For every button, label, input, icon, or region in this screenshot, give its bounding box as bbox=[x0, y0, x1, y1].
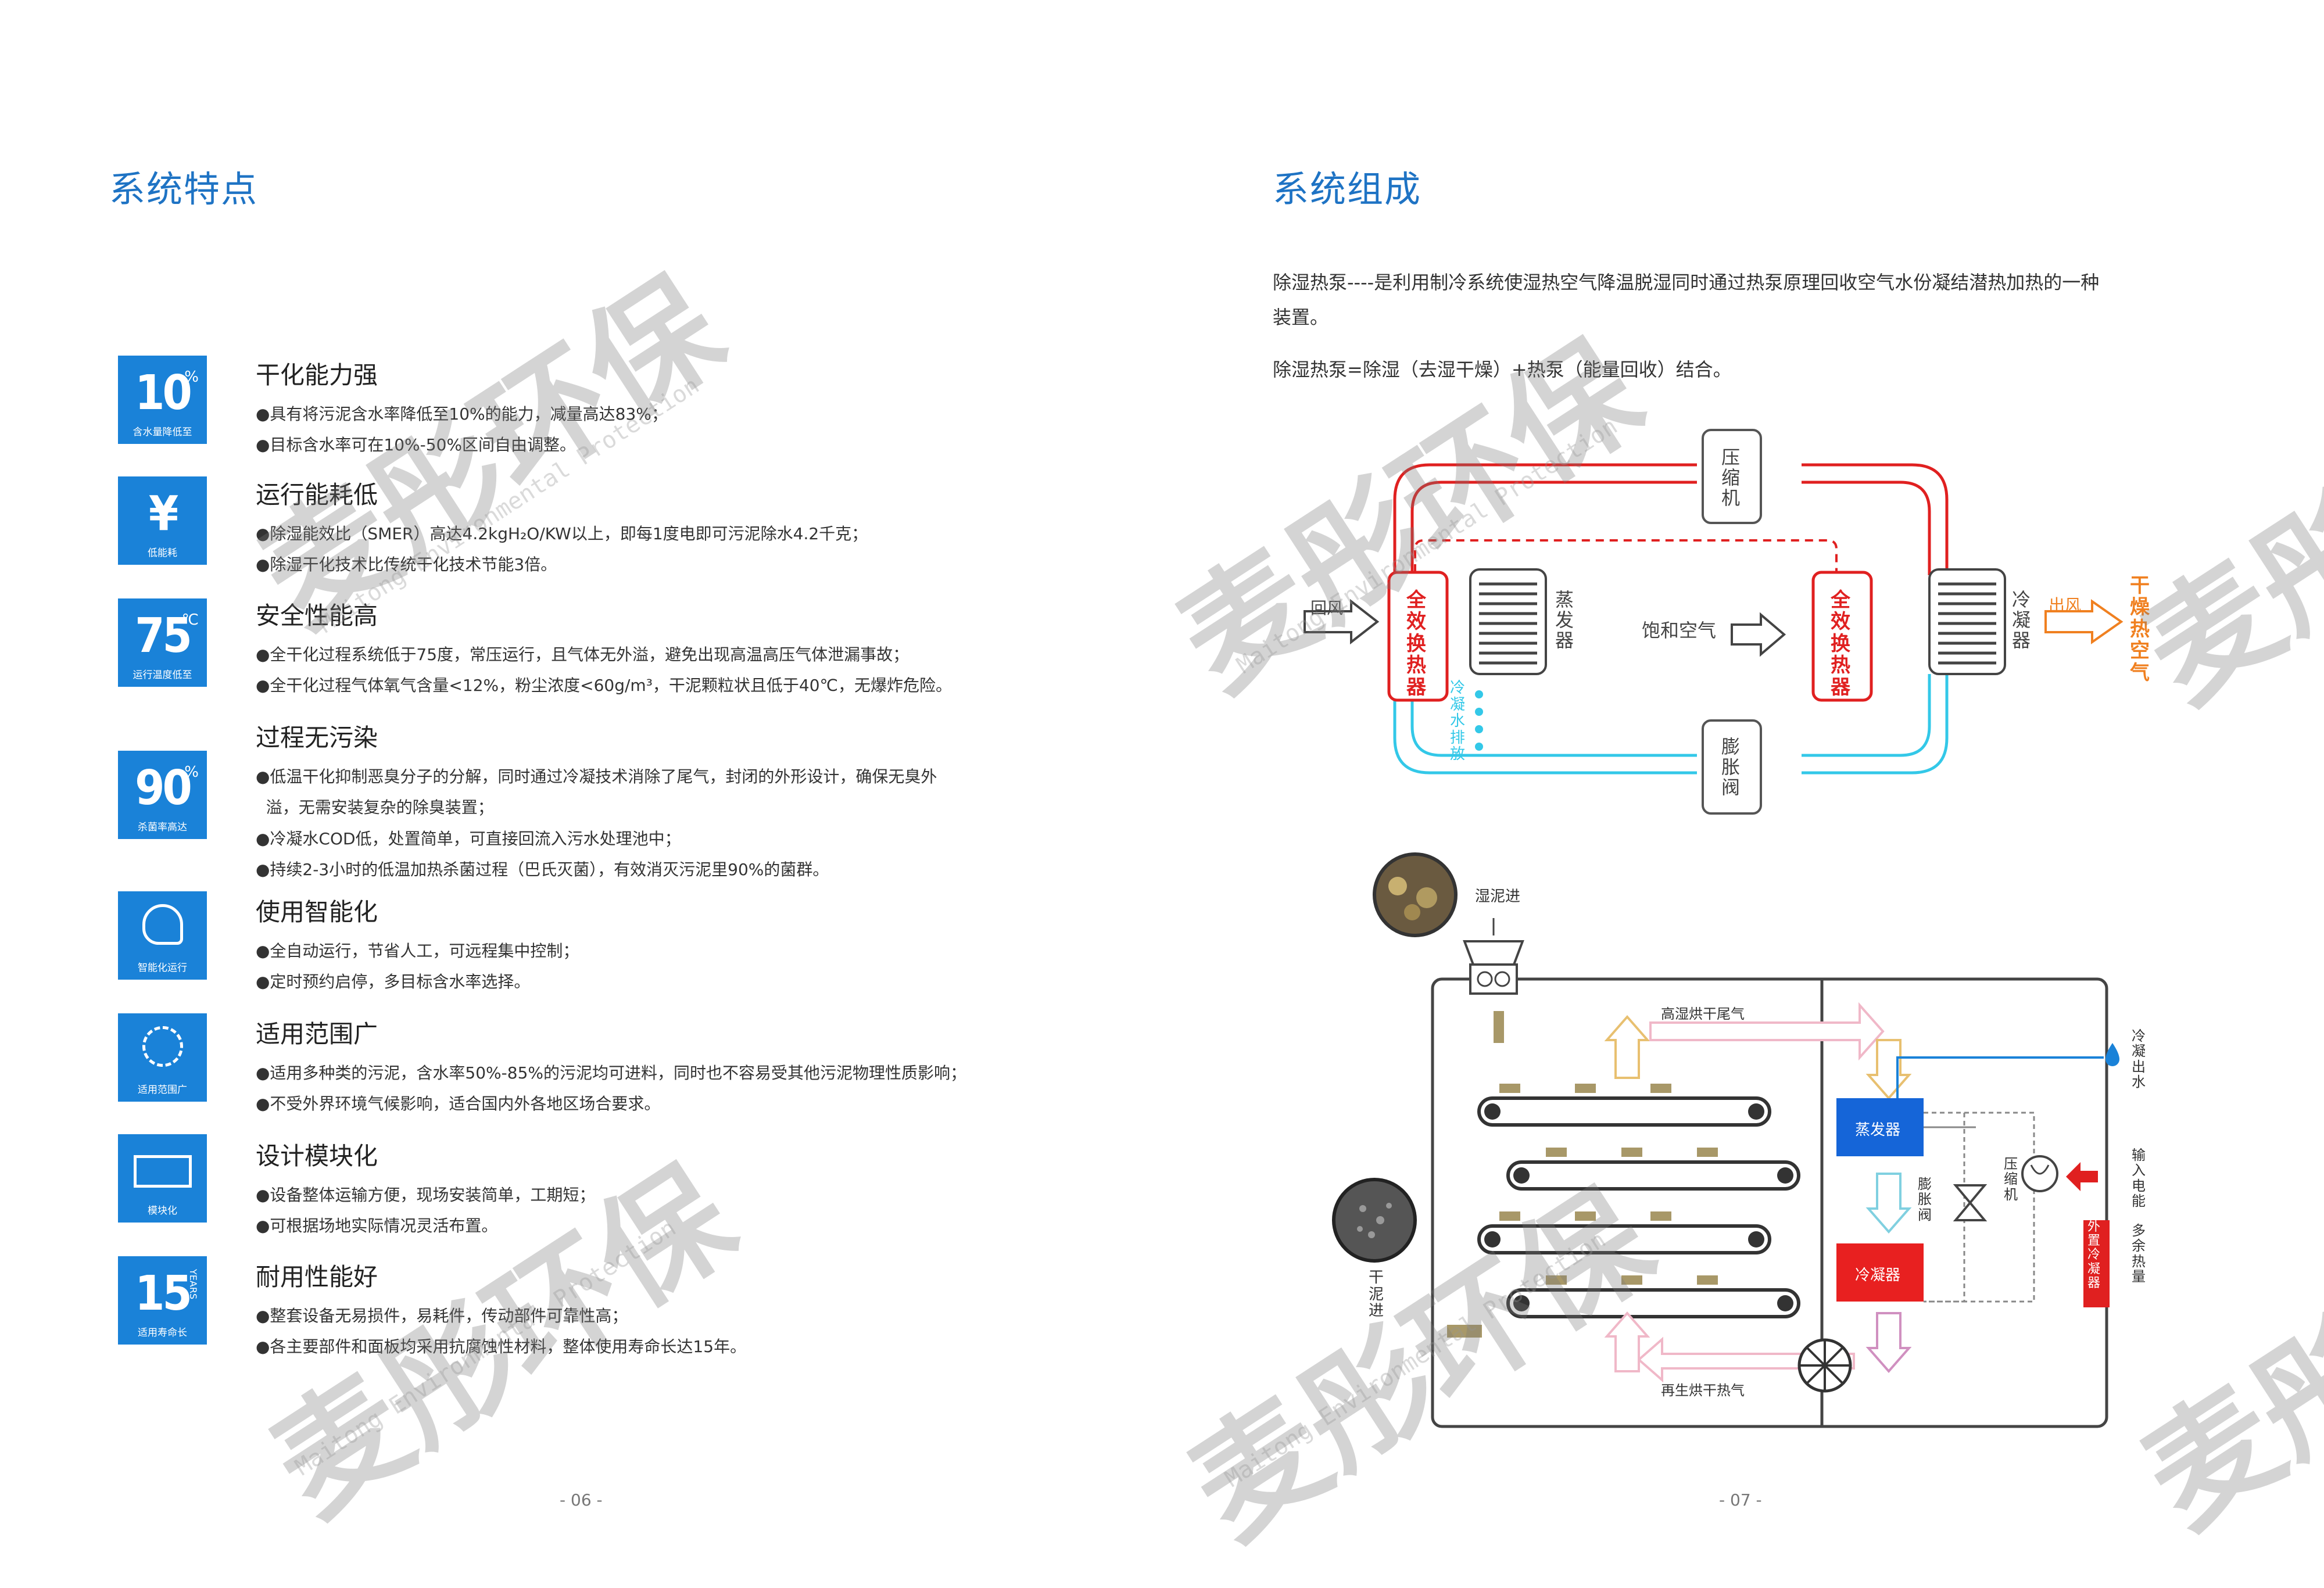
feature-line: ●各主要部件和面板均采用抗腐蚀性材料，整体使用寿命长达15年。 bbox=[256, 1337, 747, 1357]
feature-line: ●全干化过程气体氧气含量<12%，粉尘浓度<60g/m³，干泥颗粒状且低于40℃… bbox=[256, 676, 952, 696]
feature-line: ●具有将污泥含水率降低至10%的能力，减量高达83%； bbox=[256, 404, 668, 424]
compressor-label: 压缩机 bbox=[1721, 446, 1741, 510]
compressor-label-2: 压缩机 bbox=[2004, 1156, 2018, 1203]
feature-block-2: 安全性能高 ●全干化过程系统低于75度，常压运行，且气体无外溢，避免出现高温高压气… bbox=[256, 596, 1069, 704]
feature-heading: 设计模块化 bbox=[256, 1142, 378, 1170]
feature-icon-caption: 适用寿命长 bbox=[138, 1327, 187, 1339]
feature-icon-unit: % bbox=[184, 763, 199, 781]
regen-heat-label: 再生烘干热气 bbox=[1661, 1382, 1745, 1399]
feature-icon-6: 模块化 bbox=[118, 1134, 207, 1223]
heat-pump-cycle-diagram bbox=[1304, 429, 2124, 815]
feature-line: ●目标含水率可在10%-50%区间自由调整。 bbox=[256, 435, 576, 455]
left-hx-label: 全效换热器 bbox=[1406, 589, 1426, 699]
feature-line: 溢，无需安装复杂的除臭装置； bbox=[256, 798, 494, 818]
feature-line: ●定时预约启停，多目标含水率选择。 bbox=[256, 972, 531, 992]
feature-block-7: 耐用性能好 ●整套设备无易损件，易耗件，传动部件可靠性高； ●各主要部件和面板均采用… bbox=[256, 1257, 1069, 1365]
feature-icon-caption: 模块化 bbox=[148, 1205, 177, 1217]
return-air-label: 回风 bbox=[1310, 598, 1344, 618]
dry-hot-air-label: 干燥热空气 bbox=[2130, 574, 2150, 684]
condenser-label: 冷凝器 bbox=[2012, 589, 2031, 652]
feature-icon-unit: YEARS bbox=[188, 1269, 199, 1300]
module-icon bbox=[133, 1155, 192, 1188]
feature-block-3: 过程无污染 ●低温干化抑制恶臭分子的分解，同时通过冷凝技术消除了尾气，封闭的外形设… bbox=[256, 718, 1069, 888]
feature-line: ●持续2-3小时的低温加热杀菌过程（巴氏灭菌），有效消灭污泥里90%的菌群。 bbox=[256, 860, 829, 880]
feature-heading: 过程无污染 bbox=[256, 723, 378, 752]
feature-block-1: 运行能耗低 ●除湿能效比（SMER）高达4.2kgH₂O/KW以上，即每1度电即可… bbox=[256, 475, 1069, 583]
dryer-system-diagram bbox=[1332, 852, 2119, 1428]
feature-line: ●不受外界环境气候影响，适合国内外各地区场合要求。 bbox=[256, 1094, 661, 1114]
feature-heading: 运行能耗低 bbox=[256, 481, 378, 509]
intro-line-2: 除湿热泵=除湿（去湿干燥）+热泵（能量回收）结合。 bbox=[1273, 359, 1732, 381]
saturated-air-label: 饱和空气 bbox=[1642, 619, 1717, 641]
wet-sludge-in-label: 湿泥进 bbox=[1475, 888, 1521, 905]
feature-icon-value: ¥ bbox=[148, 486, 178, 542]
feature-heading: 使用智能化 bbox=[256, 898, 378, 926]
right-page-title: 系统组成 bbox=[1273, 168, 1422, 210]
left-page-number: - 06 - bbox=[560, 1490, 603, 1510]
left-page-title: 系统特点 bbox=[109, 168, 259, 210]
expansion-valve-label: 膨胀阀 bbox=[1721, 736, 1741, 799]
exhaust-label: 高湿烘干尾气 bbox=[1661, 1006, 1745, 1022]
input-power-label: 输入电能 bbox=[2132, 1147, 2146, 1210]
cycle-icon bbox=[142, 1026, 183, 1067]
feature-line: ●全自动运行，节省人工，可远程集中控制； bbox=[256, 941, 579, 960]
feature-line: ●适用多种类的污泥，含水率50%-85%的污泥均可进料，同时也不容易受其他污泥物… bbox=[256, 1063, 967, 1082]
feature-icon-unit: % bbox=[184, 368, 199, 386]
dry-sludge-out-label: 干泥进 bbox=[1369, 1269, 1384, 1320]
external-condenser-label: 外置冷凝器 bbox=[2087, 1220, 2101, 1291]
feature-line: ●全干化过程系统低于75度，常压运行，且气体无外溢，避免出现高温高压气体泄漏事故… bbox=[256, 645, 909, 664]
smart-head-icon bbox=[142, 904, 183, 945]
feature-block-5: 适用范围广 ●适用多种类的污泥，含水率50%-85%的污泥均可进料，同时也不容易受… bbox=[256, 1015, 1069, 1123]
feature-icon-value: 15 bbox=[135, 1266, 192, 1321]
feature-icon-5: 适用范围广 bbox=[118, 1013, 207, 1102]
expansion-valve-label-2: 膨胀阀 bbox=[1918, 1176, 1932, 1223]
feature-icon-0: 10% 含水量降低至 bbox=[118, 356, 207, 444]
feature-heading: 耐用性能好 bbox=[256, 1263, 378, 1291]
excess-heat-label: 多余热量 bbox=[2132, 1223, 2146, 1285]
feature-icon-1: ¥ 低能耗 bbox=[118, 476, 207, 565]
evaporator-label: 蒸发器 bbox=[1555, 589, 1574, 652]
feature-icon-3: 90% 杀菌率高达 bbox=[118, 751, 207, 839]
evaporator-box-label: 蒸发器 bbox=[1855, 1121, 1901, 1139]
feature-block-4: 使用智能化 ●全自动运行，节省人工，可远程集中控制； ●定时预约启停，多目标含水率选… bbox=[256, 892, 1069, 1001]
feature-icon-4: 智能化运行 bbox=[118, 891, 207, 980]
out-air-label: 出风 bbox=[2049, 596, 2082, 615]
feature-icon-caption: 低能耗 bbox=[148, 547, 177, 559]
feature-icon-2: 75℃ 运行温度低至 bbox=[118, 598, 207, 687]
feature-block-0: 干化能力强 ●具有将污泥含水率降低至10%的能力，减量高达83%； ●目标含水率可在… bbox=[256, 356, 1069, 464]
feature-heading: 干化能力强 bbox=[256, 361, 378, 389]
feature-icon-unit: ℃ bbox=[181, 611, 199, 629]
intro-line-1b: 装置。 bbox=[1273, 306, 1329, 328]
feature-icon-value: 10 bbox=[135, 365, 192, 421]
condensate-out-label: 冷凝出水 bbox=[2132, 1028, 2146, 1091]
feature-icon-caption: 运行温度低至 bbox=[133, 669, 192, 681]
feature-heading: 安全性能高 bbox=[256, 601, 378, 630]
feature-icon-value: 75 bbox=[135, 608, 192, 664]
feature-line: ●冷凝水COD低，处置简单，可直接回流入污水处理池中； bbox=[256, 829, 681, 848]
feature-line: ●低温干化抑制恶臭分子的分解，同时通过冷凝技术消除了尾气，封闭的外形设计，确保无… bbox=[256, 767, 937, 786]
feature-heading: 适用范围广 bbox=[256, 1020, 378, 1048]
feature-icon-caption: 含水量降低至 bbox=[133, 426, 192, 438]
feature-icon-value: 90 bbox=[135, 761, 192, 816]
right-page-number: - 07 - bbox=[1719, 1490, 1762, 1510]
feature-line: ●除湿能效比（SMER）高达4.2kgH₂O/KW以上，即每1度电即可污泥除水4… bbox=[256, 524, 868, 543]
condenser-box-label: 冷凝器 bbox=[1855, 1267, 1901, 1284]
feature-line: ●除湿干化技术比传统干化技术节能3倍。 bbox=[256, 555, 557, 575]
feature-line: ●可根据场地实际情况灵活布置。 bbox=[256, 1216, 498, 1236]
feature-block-6: 设计模块化 ●设备整体运输方便，现场安装简单，工期短； ●可根据场地实际情况灵活布置… bbox=[256, 1137, 1069, 1245]
intro-line-1: 除湿热泵----是利用制冷系统使湿热空气降温脱湿同时通过热泵原理回收空气水份凝结… bbox=[1273, 271, 2100, 293]
feature-icon-caption: 杀菌率高达 bbox=[138, 822, 187, 833]
right-hx-label: 全效换热器 bbox=[1831, 589, 1850, 699]
feature-icon-caption: 适用范围广 bbox=[138, 1084, 187, 1096]
feature-icon-caption: 智能化运行 bbox=[138, 962, 187, 974]
feature-line: ●整套设备无易损件，易耗件，传动部件可靠性高； bbox=[256, 1306, 628, 1325]
condensate-label: 冷凝水排放 bbox=[1450, 679, 1466, 763]
feature-line: ●设备整体运输方便，现场安装简单，工期短； bbox=[256, 1185, 596, 1205]
